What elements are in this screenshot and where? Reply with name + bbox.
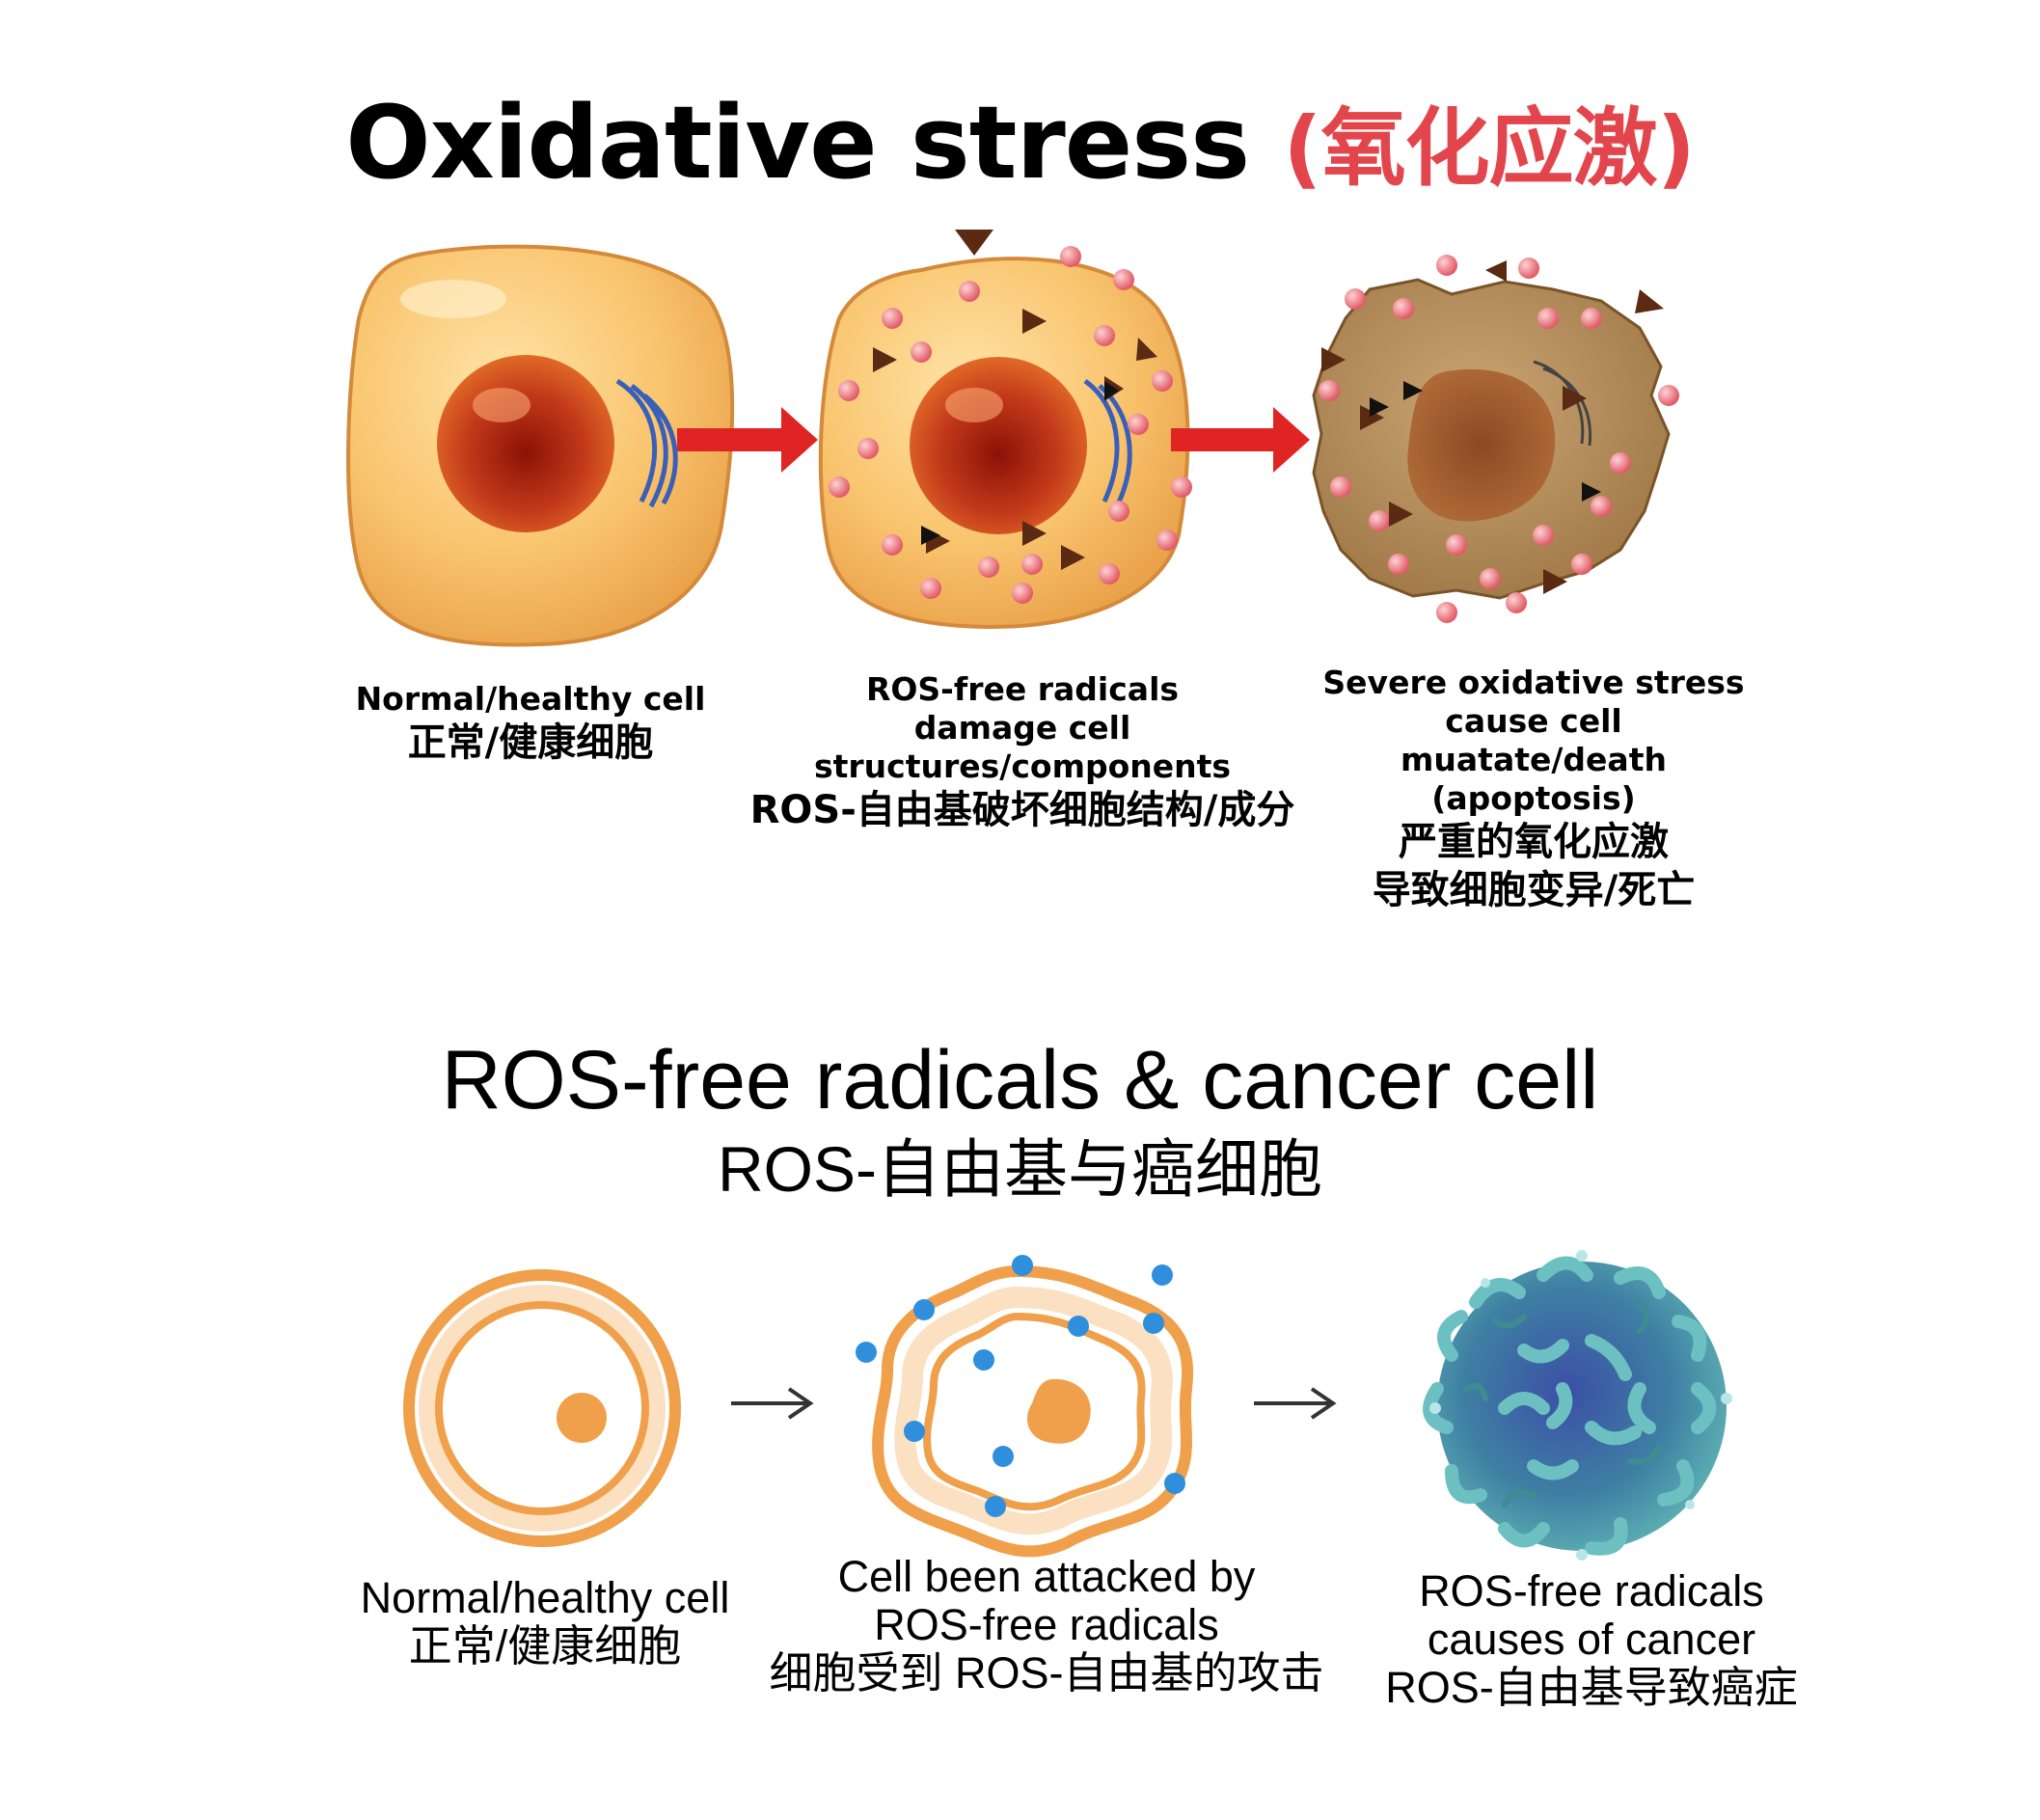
- section2-subtitle: ROS-自由基与癌细胞: [718, 1133, 1322, 1205]
- b-stage3-caption: ROS-free radicals causes of cancer ROS-自…: [1350, 1567, 1833, 1712]
- stage2-caption-en-2: damage cell structures/components: [813, 709, 1232, 785]
- b-stage2-caption-zh: 细胞受到 ROS-自由基的攻击: [769, 1648, 1324, 1698]
- main-title-en: Oxidative stress: [345, 84, 1250, 202]
- b-stage3-caption-en-2: causes of cancer: [1427, 1615, 1756, 1664]
- ring-healthy-cell: [403, 1269, 681, 1547]
- section2-title: ROS-free radicals & cancer cell: [441, 1034, 1599, 1127]
- stage1-caption-en: Normal/healthy cell: [355, 680, 706, 718]
- b-stage3-caption-zh: ROS-自由基导致癌症: [1385, 1663, 1798, 1712]
- main-title-zh: (氧化应激): [1283, 98, 1695, 198]
- ring-attacked-cell: [856, 1255, 1194, 1558]
- stage3-caption-en-3: (apoptosis): [1431, 779, 1636, 817]
- arrow-2: [1171, 407, 1310, 473]
- stage1-caption-zh: 正常/健康细胞: [407, 720, 654, 765]
- stage3-caption-zh-2: 导致细胞变异/死亡: [1372, 868, 1696, 912]
- damaged-cell: [818, 230, 1192, 630]
- main-title: Oxidative stress (氧化应激): [0, 85, 2040, 206]
- b-stage1-caption-en: Normal/healthy cell: [360, 1573, 730, 1622]
- stage3-caption: Severe oxidative stress cause cell muata…: [1321, 664, 1746, 914]
- b-stage2-caption: Cell been attacked by ROS-free radicals …: [733, 1553, 1360, 1698]
- stage3-caption-en-1: Severe oxidative stress: [1322, 664, 1745, 701]
- stage2-caption-zh: ROS-自由基破坏细胞结构/成分: [749, 788, 1295, 832]
- b-stage1-caption-zh: 正常/健康细胞: [408, 1621, 682, 1671]
- b-stage2-caption-en-1: Cell been attacked by: [837, 1552, 1256, 1601]
- dying-cell: [1312, 255, 1679, 623]
- healthy-cell: [346, 244, 735, 647]
- stage1-caption: Normal/healthy cell 正常/健康细胞: [338, 680, 723, 767]
- stage3-caption-en-2: cause cell muatate/death: [1401, 702, 1667, 778]
- stage2-caption-en-1: ROS-free radicals: [865, 670, 1180, 708]
- b-stage3-caption-en-1: ROS-free radicals: [1419, 1566, 1764, 1616]
- b-stage2-caption-en-2: ROS-free radicals: [874, 1600, 1219, 1649]
- stage3-caption-zh-1: 严重的氧化应激: [1399, 820, 1669, 864]
- arrow-1: [677, 407, 818, 473]
- gray-arrow-1: [731, 1387, 814, 1420]
- stage2-caption: ROS-free radicals damage cell structures…: [709, 670, 1336, 834]
- b-stage1-caption: Normal/healthy cell 正常/健康细胞: [328, 1574, 762, 1671]
- cancer-cell: [1423, 1250, 1732, 1561]
- gray-arrow-2: [1254, 1387, 1337, 1420]
